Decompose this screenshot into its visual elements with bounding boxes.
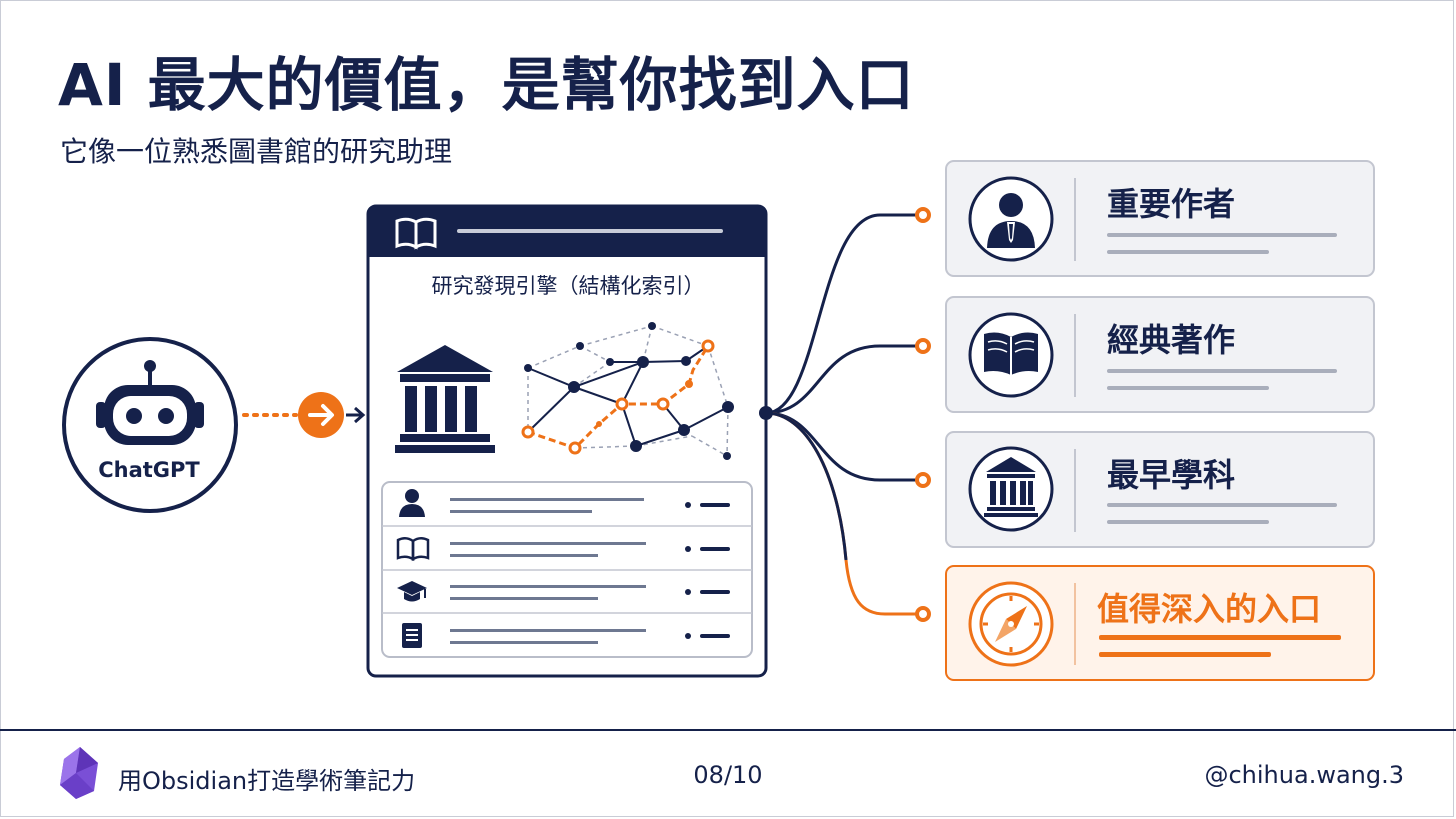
compass-icon bbox=[979, 592, 1043, 656]
institution-icon bbox=[984, 457, 1038, 517]
card-classic-works bbox=[945, 296, 1375, 413]
engine-heading: 研究發現引擎（結構化索引） bbox=[431, 274, 705, 298]
card-label-disciplines: 最早學科 bbox=[1107, 456, 1236, 494]
graduation-cap-icon bbox=[397, 581, 427, 602]
list-row bbox=[399, 489, 730, 517]
card-label-entry-point: 值得深入的入口 bbox=[1097, 590, 1322, 628]
person-tie-icon bbox=[987, 193, 1035, 248]
card-label-authors: 重要作者 bbox=[1107, 185, 1236, 223]
list-row bbox=[396, 537, 730, 562]
branch-connectors bbox=[759, 207, 931, 622]
card-entry-point bbox=[945, 565, 1375, 681]
list-row bbox=[397, 581, 730, 602]
index-list bbox=[381, 481, 753, 658]
page-title: AI 最大的價值，是幫你找到入口 bbox=[58, 51, 915, 119]
research-engine-panel bbox=[366, 204, 768, 678]
card-earliest-disciplines bbox=[945, 431, 1375, 548]
list-row bbox=[402, 623, 730, 648]
bot-to-engine-arrow bbox=[242, 392, 366, 438]
open-book-icon bbox=[984, 332, 1038, 375]
page-subtitle: 它像一位熟悉圖書館的研究助理 bbox=[60, 135, 453, 168]
footer-series-title: 用Obsidian打造學術筆記力 bbox=[118, 767, 416, 795]
card-important-authors bbox=[945, 160, 1375, 277]
card-label-works: 經典著作 bbox=[1107, 321, 1236, 359]
document-icon bbox=[402, 623, 422, 648]
engine-header-bar bbox=[457, 229, 723, 233]
obsidian-crystal-icon bbox=[60, 747, 98, 799]
chatgpt-node bbox=[62, 337, 238, 513]
institution-icon bbox=[395, 345, 495, 453]
person-icon bbox=[399, 489, 425, 517]
page-number: 08/10 bbox=[693, 761, 763, 789]
book-icon bbox=[396, 537, 430, 562]
chatgpt-label: ChatGPT bbox=[98, 458, 200, 482]
footer-divider bbox=[0, 729, 1456, 731]
robot-icon bbox=[96, 360, 204, 445]
open-book-icon bbox=[395, 217, 437, 250]
knowledge-network bbox=[521, 322, 734, 460]
author-handle: @chihua.wang.3 bbox=[1204, 761, 1404, 789]
